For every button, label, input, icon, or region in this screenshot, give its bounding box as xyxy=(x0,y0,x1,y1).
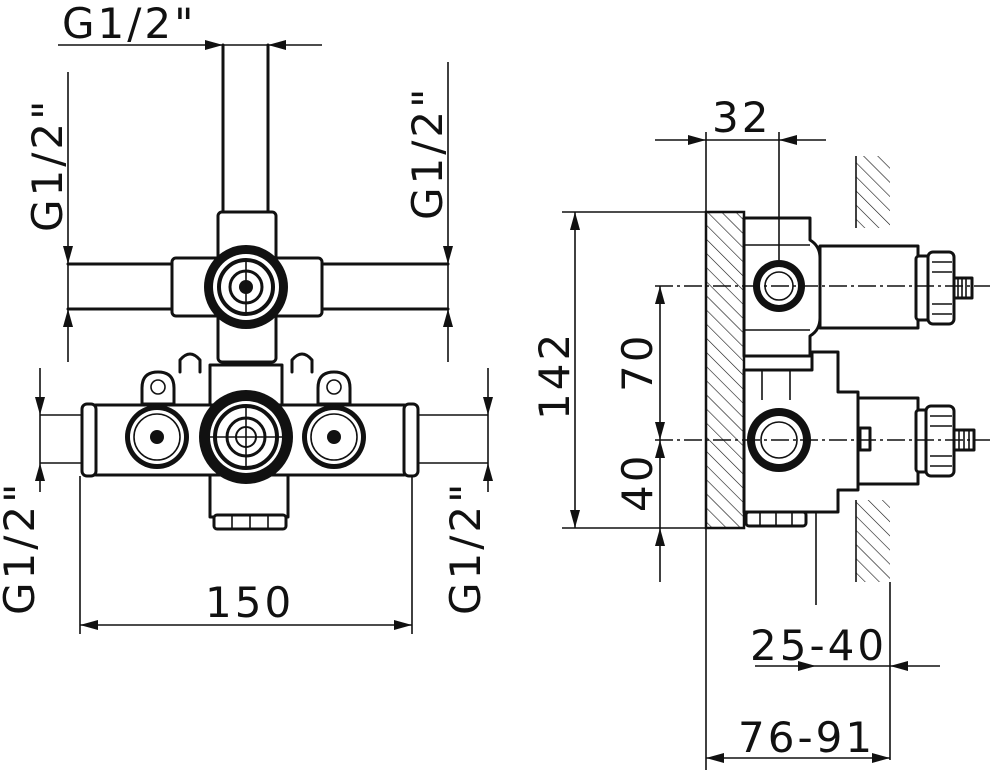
dim-wall-range xyxy=(755,512,940,760)
dim-total-range xyxy=(705,528,890,770)
label-total-range: 76-91 xyxy=(738,713,875,762)
label-width: 150 xyxy=(205,578,294,627)
label-height-upper: 70 xyxy=(613,333,662,392)
label-lower-right-thread: G1/2" xyxy=(441,481,490,615)
top-outlet-pipe xyxy=(221,43,270,214)
side-view: 32 142 70 40 25-40 76-91 xyxy=(530,93,990,770)
side-lower-body xyxy=(742,350,976,528)
dim-height-split xyxy=(655,286,665,582)
dim-upper-right-thread xyxy=(443,62,453,362)
dim-width xyxy=(79,476,413,634)
center-lines xyxy=(655,285,990,441)
label-lower-left-thread: G1/2" xyxy=(0,481,44,615)
label-upper-right-thread: G1/2" xyxy=(403,86,452,220)
dim-top-thread xyxy=(58,40,322,50)
label-depth-top: 32 xyxy=(712,93,771,142)
upper-horizontal-pipes xyxy=(66,262,450,311)
lower-mixer-body xyxy=(80,352,420,531)
dim-height-total xyxy=(562,211,706,529)
label-top-thread: G1/2" xyxy=(62,0,196,48)
label-upper-left-thread: G1/2" xyxy=(23,98,72,232)
dim-depth-top xyxy=(655,132,826,260)
dim-upper-left-thread xyxy=(63,72,73,362)
label-wall-range: 25-40 xyxy=(750,621,887,670)
side-upper-body xyxy=(742,216,974,358)
lower-horizontal-pipes xyxy=(40,414,488,464)
label-height-total: 142 xyxy=(530,331,579,420)
front-view: G1/2" G1/2" G1/2" G1/2" G1/2" 150 xyxy=(0,0,493,634)
upper-diverter-body xyxy=(170,210,324,364)
dim-lower-left-thread xyxy=(35,368,45,492)
dim-lower-right-thread xyxy=(483,368,493,492)
label-height-lower: 40 xyxy=(613,453,662,512)
wall-section xyxy=(855,156,890,582)
mounting-plate xyxy=(704,210,746,530)
